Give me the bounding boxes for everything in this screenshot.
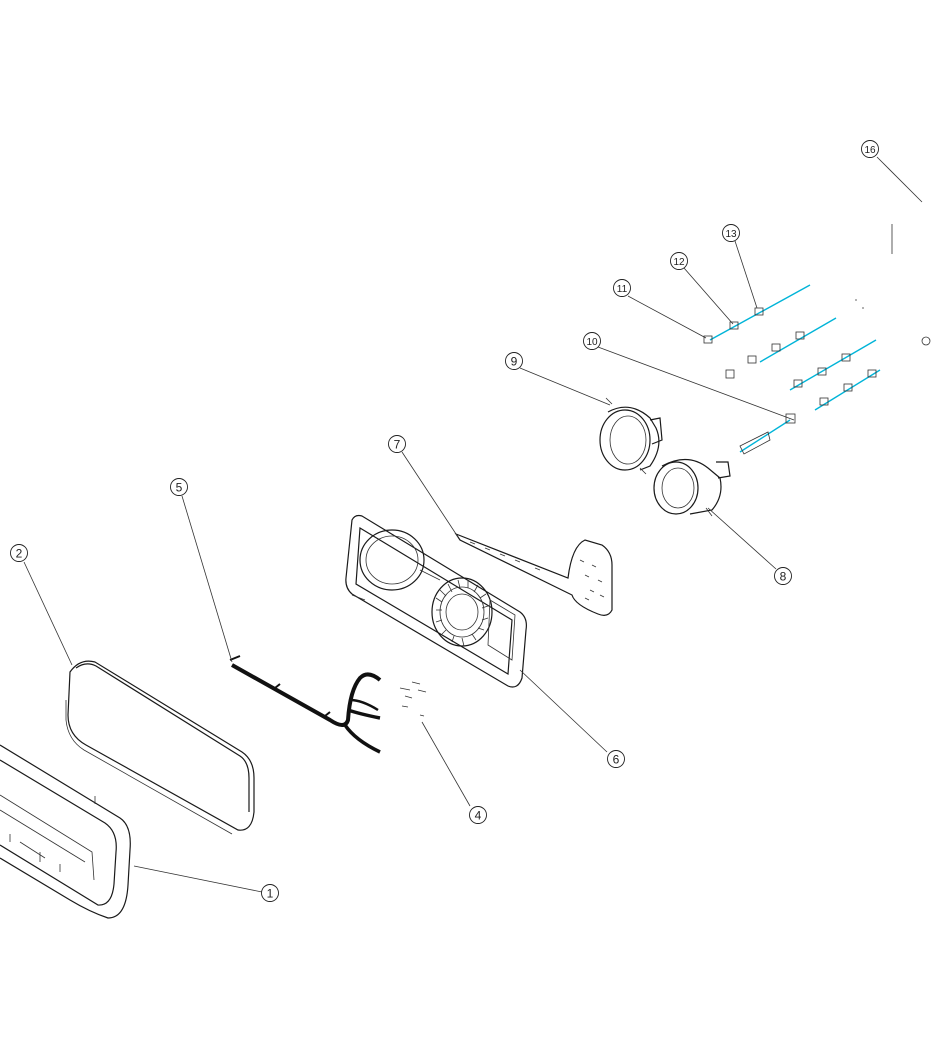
callout-4: 4 <box>469 806 487 824</box>
part-5-wire-harness <box>229 655 382 754</box>
callout-label-7: 7 <box>394 438 401 452</box>
part-1-housing <box>0 744 131 919</box>
callout-label-13: 13 <box>725 229 737 240</box>
callout-label-12: 12 <box>673 257 685 268</box>
callout-16: 16 <box>861 140 879 158</box>
callout-label-6: 6 <box>613 753 620 767</box>
part-7-pcb <box>454 532 613 616</box>
callout-label-1: 1 <box>267 887 274 901</box>
callout-label-4: 4 <box>475 809 482 823</box>
callout-label-9: 9 <box>511 355 518 369</box>
callout-1: 1 <box>261 884 279 902</box>
callout-7: 7 <box>388 435 406 453</box>
callout-label-5: 5 <box>176 481 183 495</box>
callout-10: 10 <box>583 332 601 350</box>
callout-label-11: 11 <box>617 284 628 295</box>
callout-11: 11 <box>613 279 631 297</box>
callout-8: 8 <box>774 567 792 585</box>
callout-6: 6 <box>607 750 625 768</box>
callout-2: 2 <box>10 544 28 562</box>
part-4-screws <box>399 681 427 717</box>
callout-label-8: 8 <box>780 570 787 584</box>
part-8-projector <box>653 458 731 517</box>
callout-9: 9 <box>505 352 523 370</box>
callout-label-10: 10 <box>586 337 598 348</box>
part-2-lens <box>65 660 255 835</box>
callout-5: 5 <box>170 478 188 496</box>
connector-group <box>703 224 931 455</box>
leader-lines <box>23 156 923 893</box>
callout-13: 13 <box>722 224 740 242</box>
part-6-reflector-frame <box>345 514 527 688</box>
callout-label-16: 16 <box>864 145 876 156</box>
callout-label-2: 2 <box>16 547 23 561</box>
part-9-projector <box>599 397 663 475</box>
callout-12: 12 <box>670 252 688 270</box>
